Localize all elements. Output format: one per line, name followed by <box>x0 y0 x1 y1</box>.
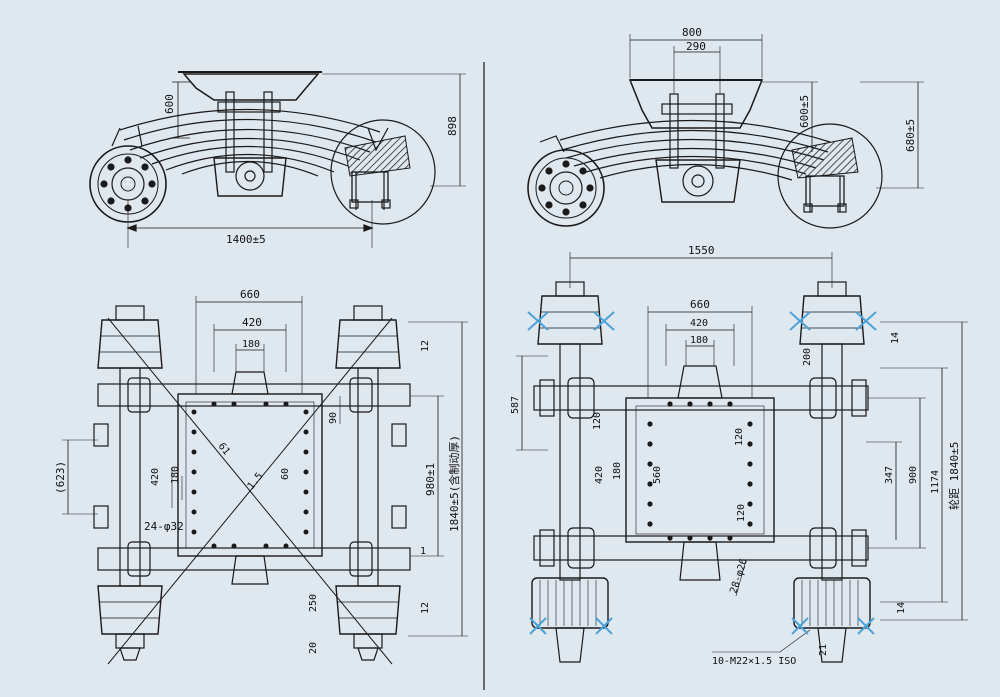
dim-right-top-290: 290 <box>686 40 706 53</box>
dim-rp-1550: 1550 <box>688 244 715 257</box>
left-plan-view <box>62 296 468 665</box>
dim-lp-180: 180 <box>242 339 260 350</box>
right-plan-view <box>516 252 968 663</box>
dim-rp-120-c: 120 <box>736 504 747 522</box>
dim-rp-587: 587 <box>510 396 521 414</box>
dim-lp-980: 980±1 <box>424 463 437 496</box>
dim-lp-12-top: 12 <box>420 340 431 352</box>
dim-lp-20: 20 <box>308 642 319 654</box>
dim-rp-420-mid: 420 <box>594 466 605 484</box>
dim-lp-180-mid: 180 <box>170 466 181 484</box>
dim-lp-250: 250 <box>308 594 319 612</box>
dim-rp-14-bottom: 14 <box>896 602 907 614</box>
dim-lp-623: (623) <box>54 461 67 494</box>
dim-rp-180: 180 <box>690 335 708 346</box>
dim-lp-diag-a: 61 <box>216 441 232 457</box>
dim-lp-90: 90 <box>328 412 339 424</box>
dim-left-height-600: 600 <box>163 94 176 114</box>
dim-lp-1: 1 <box>420 546 426 557</box>
dim-lp-420-mid: 420 <box>150 468 161 486</box>
dim-lp-660: 660 <box>240 288 260 301</box>
dim-rp-120-b: 120 <box>734 428 745 446</box>
dim-rp-180-mid: 180 <box>612 462 623 480</box>
dim-right-600: 600±5 <box>798 95 811 128</box>
dim-rp-200: 200 <box>802 348 813 366</box>
dim-left-wheelbase: 1400±5 <box>226 233 266 246</box>
dim-rp-420: 420 <box>690 318 708 329</box>
dim-lp-12-bottom: 12 <box>420 602 431 614</box>
dim-rp-900: 900 <box>908 466 919 484</box>
dim-lp-holes: 24-φ32 <box>144 520 184 533</box>
dim-rp-120-a: 120 <box>592 412 603 430</box>
dim-rp-347: 347 <box>884 466 895 484</box>
dim-rp-14-top: 14 <box>890 332 901 344</box>
right-plan-callouts <box>527 311 877 635</box>
dim-lp-420: 420 <box>242 316 262 329</box>
dim-right-top-800: 800 <box>682 26 702 39</box>
dim-lp-1840: 1840±5(含制动厚) <box>447 435 461 532</box>
left-side-view <box>89 71 466 248</box>
dim-left-total-898: 898 <box>446 116 459 136</box>
dim-right-680: 680±5 <box>904 119 917 152</box>
dim-rp-560: 560 <box>652 466 663 484</box>
dim-rp-track: 轮距 1840±5 <box>947 442 961 510</box>
dim-rp-1174: 1174 <box>930 470 941 494</box>
dim-rp-bolts: 10-M22×1.5 ISO <box>712 656 796 667</box>
right-side-view <box>527 34 924 229</box>
dim-rp-21: 21 <box>818 644 829 656</box>
dim-rp-holes: 28-φ26 <box>728 557 750 595</box>
dim-rp-660: 660 <box>690 298 710 311</box>
dim-lp-60: 60 <box>280 468 291 480</box>
